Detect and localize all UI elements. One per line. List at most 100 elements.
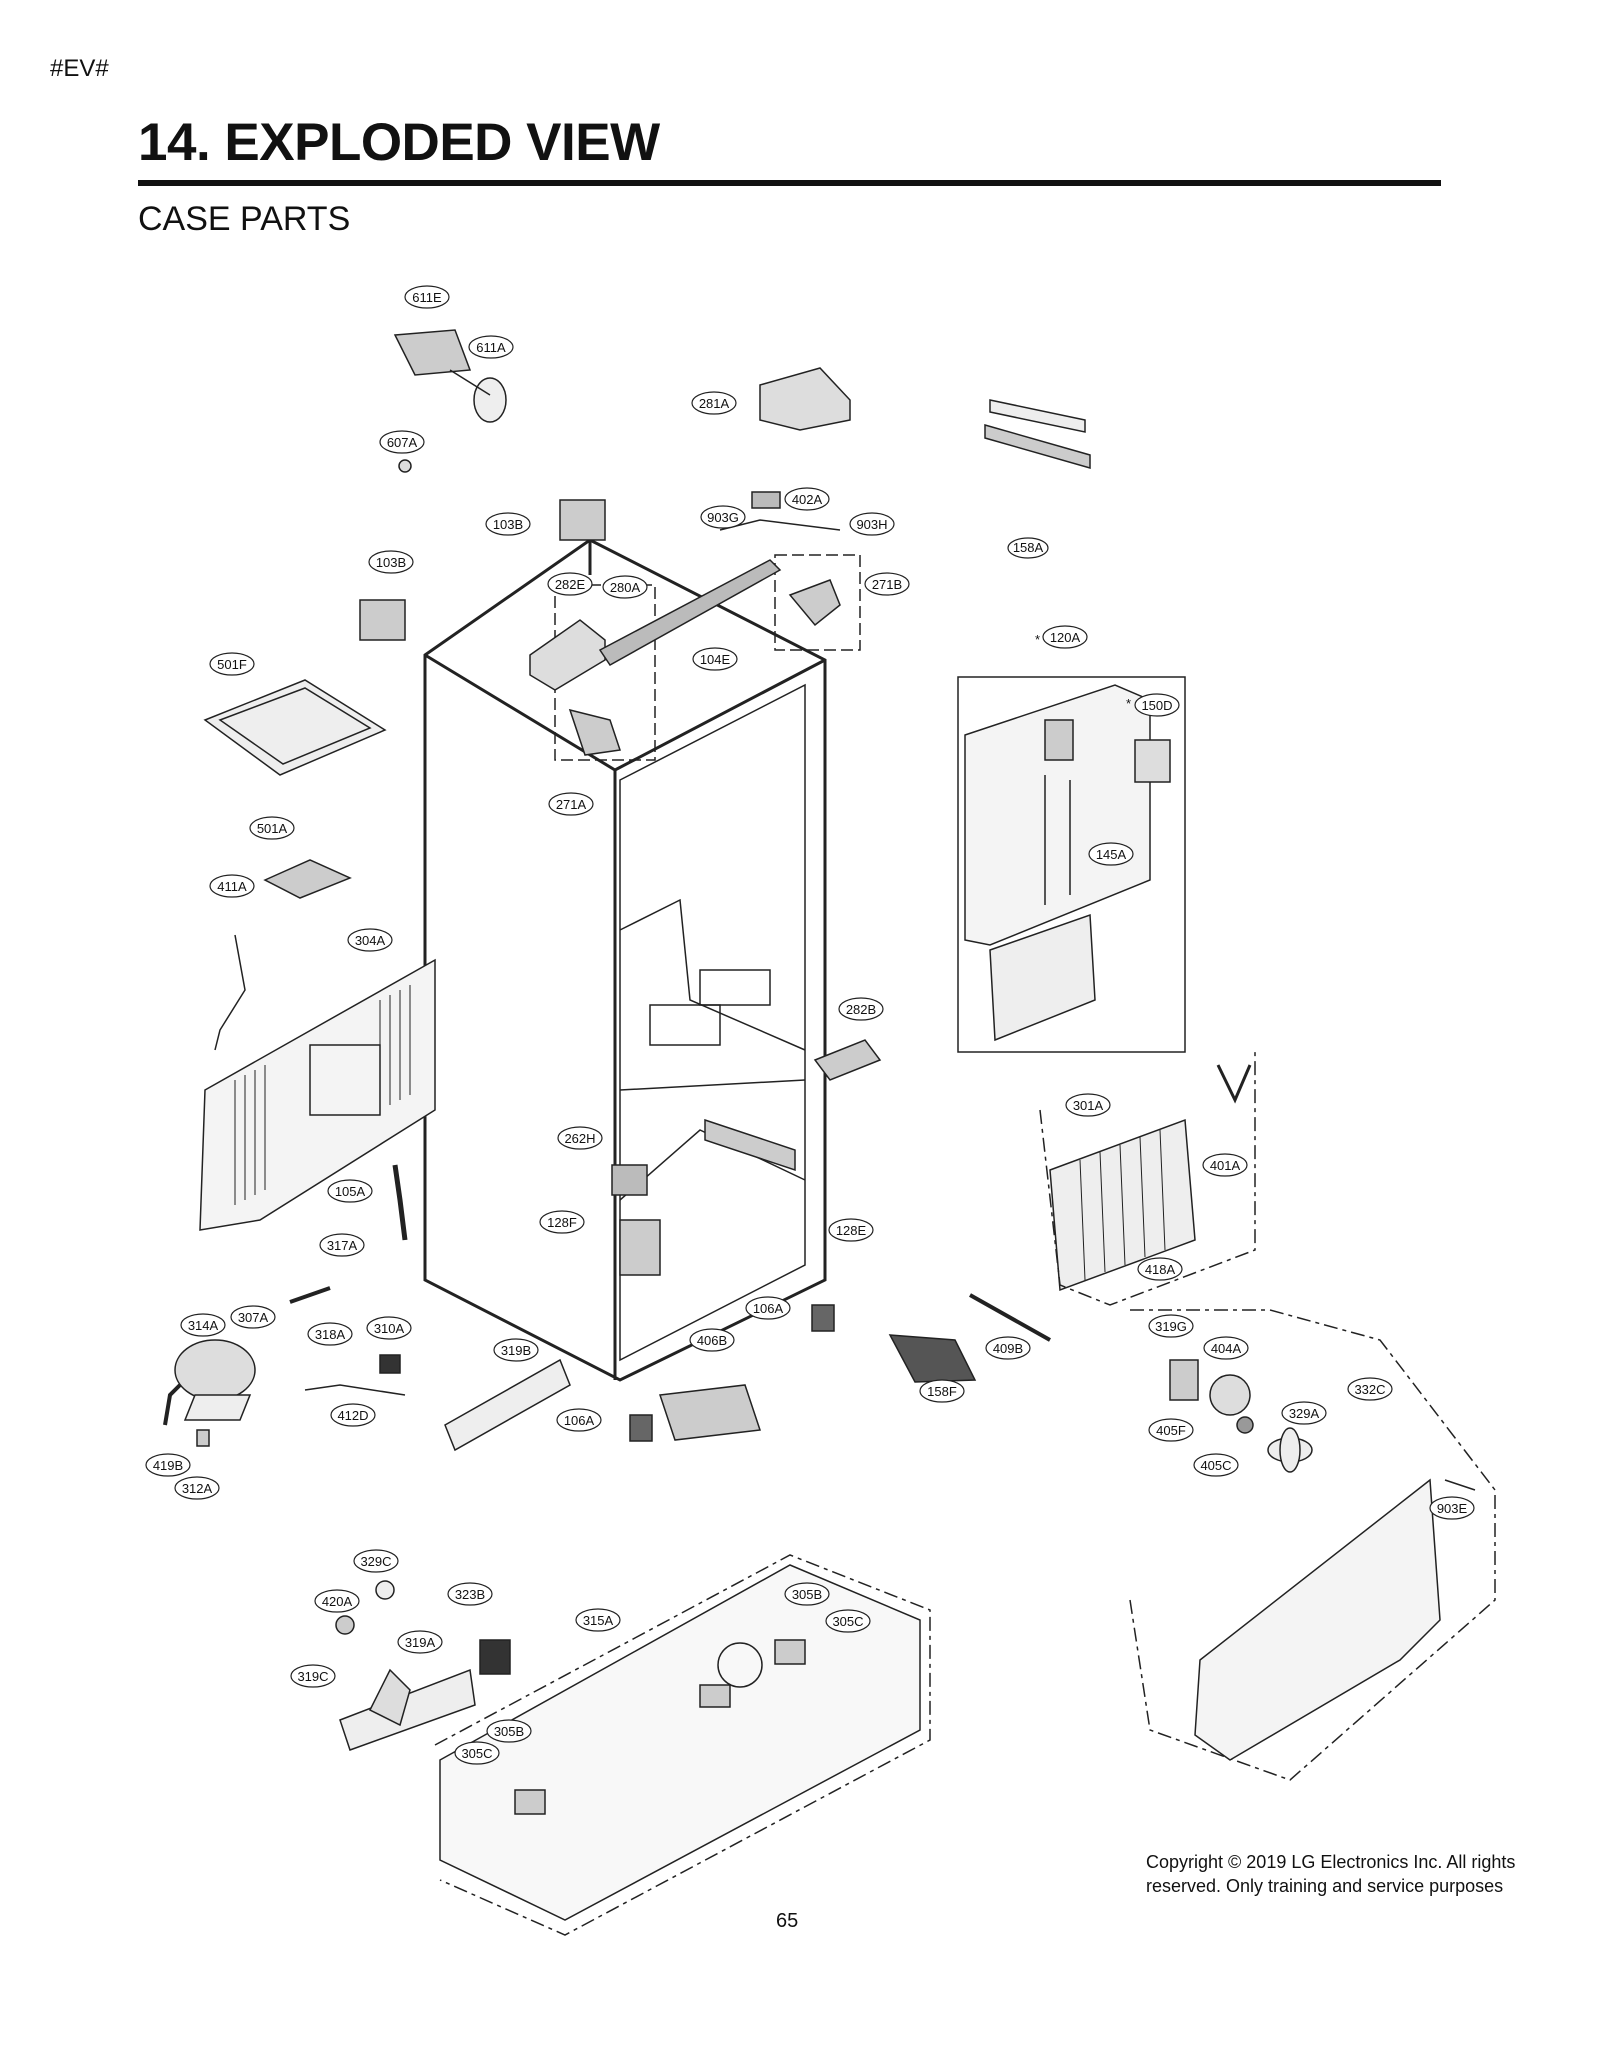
callout-282e: 282E	[547, 572, 593, 596]
callout-412d: 412D	[330, 1403, 376, 1427]
svg-text:103B: 103B	[493, 517, 523, 532]
callout-271b: 271B	[864, 572, 910, 596]
callout-409b: 409B	[985, 1336, 1031, 1360]
part-305b-upper	[774, 1639, 806, 1665]
callout-903e: 903E	[1429, 1496, 1475, 1520]
asterisk-150d: *	[1126, 696, 1131, 711]
callout-128e: 128E	[828, 1218, 874, 1242]
callout-305c-upper: 305C	[825, 1609, 871, 1633]
part-419b	[163, 1383, 182, 1426]
part-120a-box	[957, 676, 1186, 1053]
part-262h	[611, 1164, 648, 1196]
callout-150d: 150D	[1134, 693, 1180, 717]
callout-419b: 419B	[145, 1453, 191, 1477]
svg-text:611E: 611E	[412, 290, 442, 305]
svg-text:412D: 412D	[337, 1408, 368, 1423]
part-329a-fan	[1267, 1427, 1313, 1473]
callout-282b: 282B	[838, 997, 884, 1021]
svg-text:420A: 420A	[322, 1594, 353, 1609]
svg-text:262H: 262H	[564, 1131, 595, 1146]
svg-text:105A: 105A	[335, 1184, 366, 1199]
page-number: 65	[776, 1910, 799, 1932]
part-319b	[444, 1358, 571, 1452]
svg-text:405F: 405F	[1156, 1423, 1186, 1438]
title-rule	[138, 180, 1441, 186]
callout-104e: 104E	[692, 647, 738, 671]
svg-text:120A: 120A	[1050, 630, 1081, 645]
callout-128f: 128F	[539, 1210, 585, 1234]
callout-301a: 301A	[1065, 1093, 1111, 1117]
callout-406b: 406B	[689, 1328, 735, 1352]
part-307a-base	[183, 1394, 252, 1421]
part-128e	[704, 1118, 796, 1172]
svg-text:607A: 607A	[387, 435, 418, 450]
part-106a-right	[811, 1304, 835, 1332]
part-305b-lower	[514, 1789, 546, 1815]
callout-611a: 611A	[468, 335, 514, 359]
callout-401a: 401A	[1202, 1153, 1248, 1177]
part-903e	[1444, 1479, 1476, 1491]
callout-106a-left: 106A	[556, 1408, 602, 1432]
section-subtitle: CASE PARTS	[138, 200, 351, 238]
part-301a-fins	[1079, 1129, 1166, 1281]
callout-158f: 158F	[919, 1379, 965, 1403]
part-105a	[392, 1164, 408, 1241]
callout-329c: 329C	[353, 1549, 399, 1573]
hinge-271b	[788, 579, 841, 627]
rail-280a	[598, 559, 782, 666]
callout-315a: 315A	[575, 1608, 621, 1632]
part-304a-window	[309, 1044, 381, 1116]
part-319c	[368, 1668, 411, 1727]
part-611a	[473, 377, 507, 423]
svg-text:323B: 323B	[455, 1587, 485, 1602]
callout-105a: 105A	[327, 1179, 373, 1203]
callout-307a: 307A	[230, 1305, 276, 1329]
svg-text:409B: 409B	[993, 1341, 1023, 1356]
svg-text:319G: 319G	[1155, 1319, 1187, 1334]
callout-402a: 402A	[784, 487, 830, 511]
parts-drawing	[163, 329, 1496, 1936]
part-315a-block	[699, 1684, 731, 1708]
callout-305c-lower: 305C	[454, 1741, 500, 1765]
callout-145a: 145A	[1088, 842, 1134, 866]
svg-text:282B: 282B	[846, 1002, 876, 1017]
svg-text:301A: 301A	[1073, 1098, 1104, 1113]
svg-text:418A: 418A	[1145, 1262, 1176, 1277]
callout-332c: 332C	[1347, 1377, 1393, 1401]
bracket-282e	[529, 619, 606, 691]
callout-607a: 607A	[379, 430, 425, 454]
part-315a-ring	[717, 1642, 763, 1688]
part-501f	[203, 679, 387, 776]
callout-158a: 158A	[1007, 537, 1049, 559]
base-group	[434, 1554, 931, 1936]
callout-312a: 312A	[174, 1476, 220, 1500]
part-282b	[813, 1039, 882, 1081]
part-106a-left	[629, 1414, 653, 1442]
callout-501a: 501A	[249, 816, 295, 840]
svg-text:404A: 404A	[1211, 1341, 1242, 1356]
part-420a	[335, 1615, 355, 1635]
callout-280a: 280A	[602, 575, 648, 599]
part-607a	[398, 459, 412, 473]
part-120a-motor	[1044, 719, 1074, 761]
svg-text:406B: 406B	[697, 1333, 727, 1348]
callout-281a: 281A	[691, 391, 737, 415]
svg-text:150D: 150D	[1141, 698, 1172, 713]
callout-411a: 411A	[209, 874, 255, 898]
svg-text:145A: 145A	[1096, 847, 1127, 862]
copyright-notice: Copyright © 2019 LG Electronics Inc. All…	[1146, 1852, 1516, 1896]
callout-501f: 501F	[209, 652, 255, 676]
callout-120a: 120A	[1042, 625, 1088, 649]
svg-text:305C: 305C	[461, 1746, 492, 1761]
callout-319b: 319B	[493, 1338, 539, 1362]
callout-329a: 329A	[1281, 1401, 1327, 1425]
part-281a	[759, 367, 851, 431]
svg-text:319A: 319A	[405, 1635, 436, 1650]
callout-103b-lower: 103B	[368, 550, 414, 574]
svg-text:405C: 405C	[1200, 1458, 1231, 1473]
part-412d	[304, 1384, 406, 1396]
svg-text:312A: 312A	[182, 1481, 213, 1496]
part-323b	[479, 1639, 511, 1675]
part-310a	[379, 1354, 401, 1374]
